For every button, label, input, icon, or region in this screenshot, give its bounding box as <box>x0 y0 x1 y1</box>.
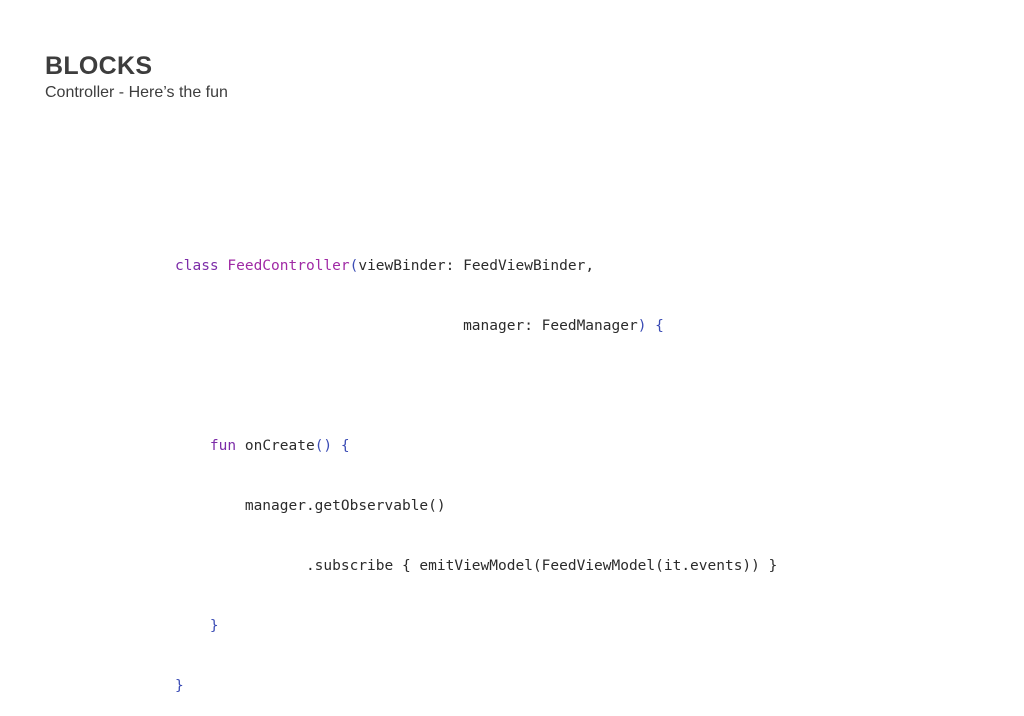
slide-subtitle: Controller - Here’s the fun <box>45 84 228 101</box>
code-token-keyword: fun <box>209 438 237 454</box>
code-token-keyword: class <box>175 258 228 274</box>
code-token-punct: () { <box>314 438 350 454</box>
code-token-punct: } <box>209 618 219 634</box>
code-token-punct: } <box>175 678 184 694</box>
code-token-plain: viewBinder: FeedViewBinder, <box>358 258 595 274</box>
code-token-plain: .subscribe { emitViewModel(FeedViewModel… <box>175 558 778 574</box>
code-line: } <box>175 612 777 640</box>
code-line-blank <box>175 372 777 400</box>
code-token-punct: ) { <box>637 318 664 334</box>
code-token-plain: manager.getObservable() <box>175 498 446 514</box>
slide-title: BLOCKS <box>45 52 153 80</box>
code-token-plain <box>175 438 210 454</box>
code-token-plain <box>175 618 210 634</box>
code-line: manager.getObservable() <box>175 492 777 520</box>
code-line: .subscribe { emitViewModel(FeedViewModel… <box>175 552 777 580</box>
code-line: manager: FeedManager) { <box>175 312 777 340</box>
code-line: fun onCreate() { <box>175 432 777 460</box>
code-token-plain: manager: FeedManager <box>175 318 638 334</box>
code-line: } <box>175 672 777 700</box>
code-token-class-name: FeedController <box>227 258 350 274</box>
code-token-plain: onCreate <box>236 438 315 454</box>
code-block: class FeedController(viewBinder: FeedVie… <box>175 220 777 716</box>
code-line: class FeedController(viewBinder: FeedVie… <box>175 252 777 280</box>
code-token-punct: ( <box>349 258 359 274</box>
